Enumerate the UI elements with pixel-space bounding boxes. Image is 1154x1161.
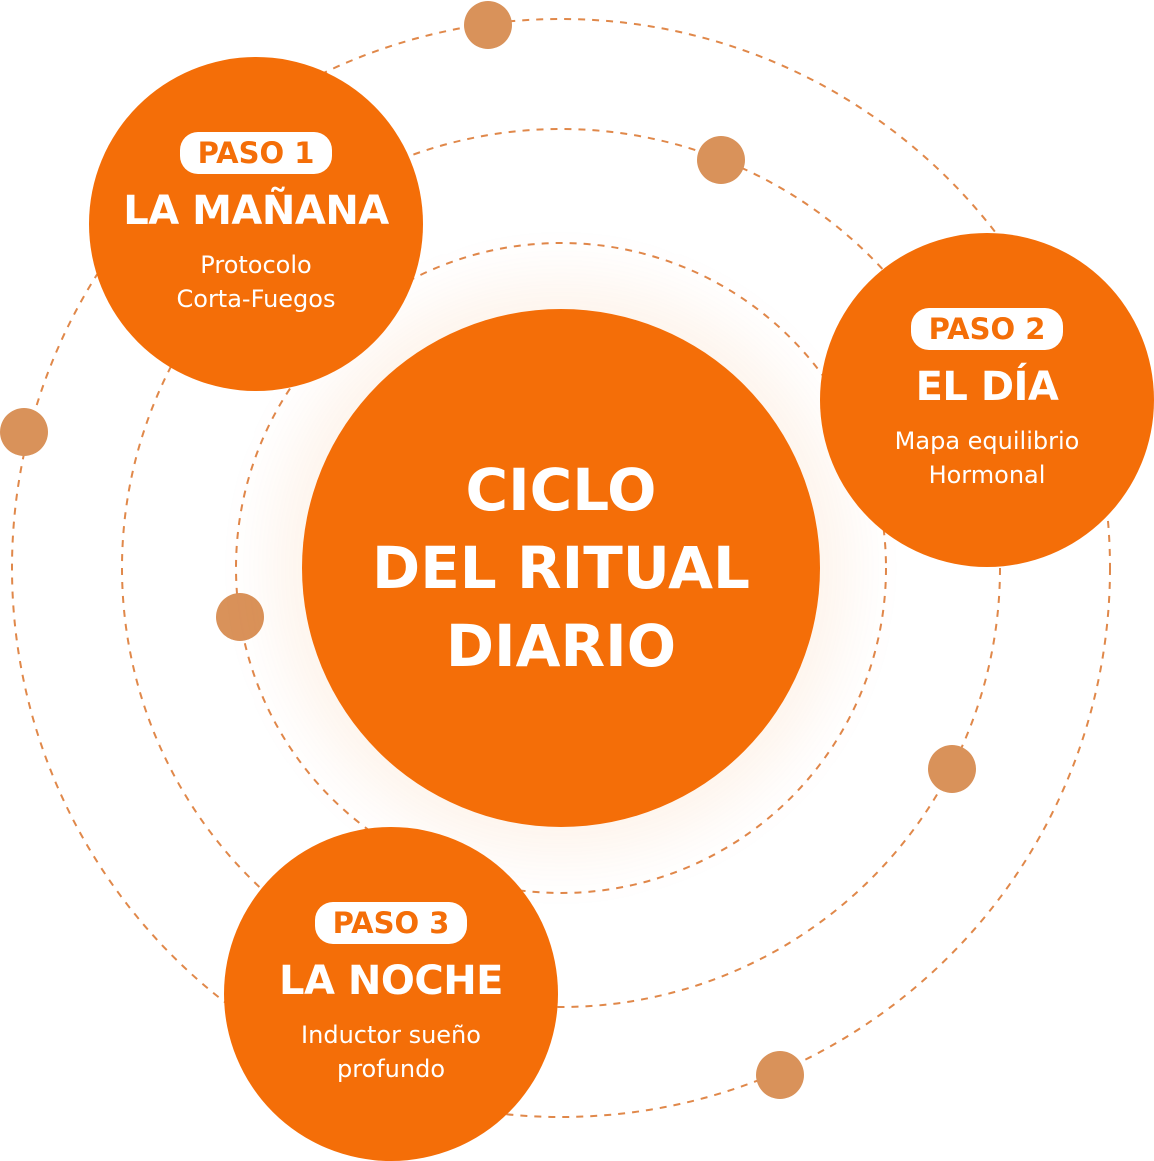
step-subtitle: Hormonal (928, 461, 1046, 489)
step-title: LA NOCHE (278, 958, 504, 1004)
step-subtitle: Corta-Fuegos (176, 285, 336, 313)
step-2-circle: PASO 2 EL DÍA Mapa equilibrio Hormonal (820, 233, 1154, 567)
step-1-circle: PASO 1 LA MAÑANA Protocolo Corta-Fuegos (89, 57, 423, 391)
step-badge: PASO 2 (910, 308, 1064, 350)
orbit-outer (11, 18, 1111, 1118)
orbit-middle (121, 128, 1001, 1008)
step-3-circle: PASO 3 LA NOCHE Inductor sueño profundo (224, 827, 558, 1161)
step-title: LA MAÑANA (123, 188, 389, 234)
orbit-dot (756, 1051, 804, 1099)
step-badge: PASO 1 (179, 132, 333, 174)
step-badge: PASO 3 (314, 902, 468, 944)
orbit-dot (216, 593, 264, 641)
center-circle: CICLO DEL RITUAL DIARIO (302, 309, 820, 827)
center-title-line: DIARIO (445, 612, 677, 680)
orbit-dot (697, 136, 745, 184)
step-subtitle: Inductor sueño (301, 1021, 481, 1049)
center-title-line: CICLO (465, 456, 657, 524)
step-subtitle: profundo (336, 1055, 446, 1083)
orbit-dot (0, 408, 48, 456)
step-subtitle: Mapa equilibrio (894, 427, 1080, 455)
orbit-dot (928, 745, 976, 793)
orbit-inner (235, 242, 887, 894)
step-title: EL DÍA (915, 364, 1059, 410)
orbit-dot (464, 1, 512, 49)
center-title-line: DEL RITUAL (372, 534, 750, 602)
step-subtitle: Protocolo (200, 251, 312, 279)
